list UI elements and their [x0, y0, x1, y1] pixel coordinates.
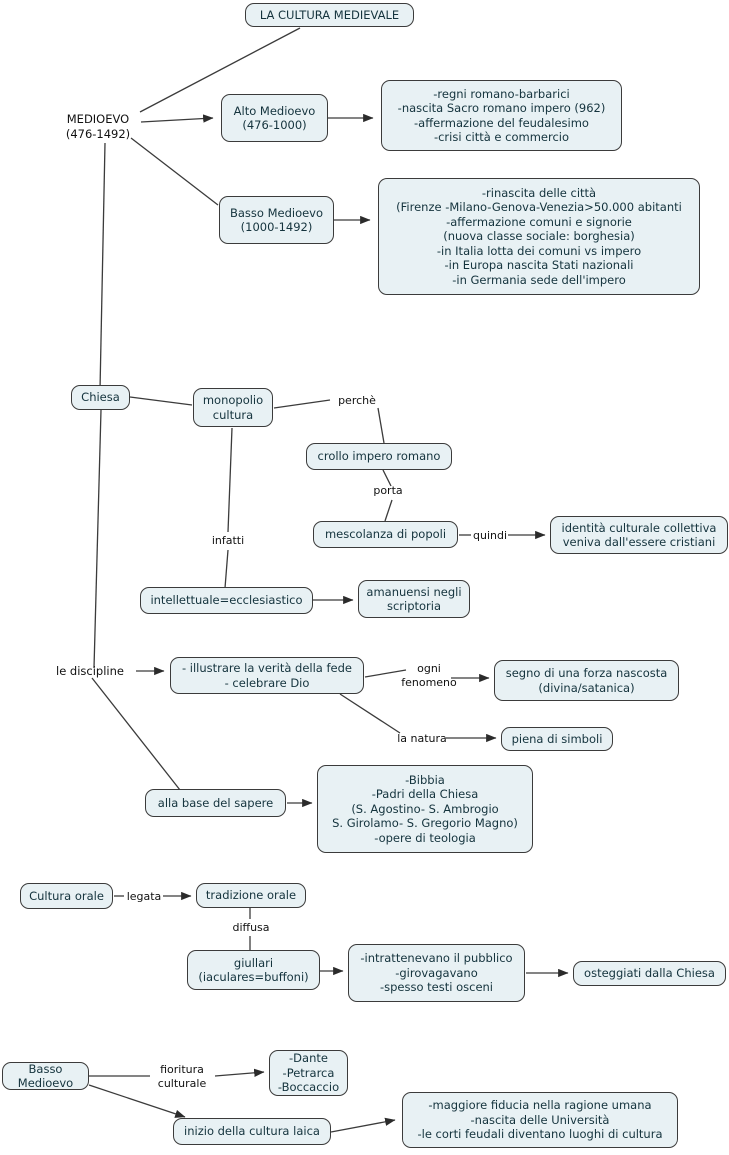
- node-cultura-laica-details[interactable]: -maggiore fiducia nella ragione umana -n…: [402, 1092, 678, 1148]
- node-giullari[interactable]: giullari (iaculares=buffoni): [187, 950, 320, 990]
- edge-medioevo-to-chiesa: [99, 142, 106, 391]
- node-alla-base-del-sapere[interactable]: alla base del sapere: [145, 789, 286, 817]
- edge-illustrare-to-lanatura: [339, 693, 401, 734]
- edge-label-quindi: quindi: [472, 528, 508, 542]
- node-alto-medioevo-details[interactable]: -regni romano-barbarici -nascita Sacro r…: [381, 80, 622, 151]
- edge-culturalaica-to-details: [330, 1117, 396, 1133]
- node-medioevo[interactable]: MEDIOEVO (476-1492): [65, 112, 131, 141]
- edge-chiesa-to-monopolio: [129, 396, 193, 406]
- node-mescolanza-di-popoli[interactable]: mescolanza di popoli: [313, 521, 458, 548]
- edge-medioevo-to-basso: [130, 137, 219, 206]
- edge-porta-to-mescolanza: [384, 499, 393, 522]
- edge-label-ogni-fenomeno: ogni fenomeno: [401, 662, 457, 689]
- edge-label-perche: perchè: [338, 393, 376, 407]
- node-le-discipline[interactable]: le discipline: [56, 663, 124, 678]
- node-piena-di-simboli[interactable]: piena di simboli: [501, 727, 613, 751]
- node-osteggiati-dalla-chiesa[interactable]: osteggiati dalla Chiesa: [573, 961, 726, 986]
- edge-infatti-to-intellettuale: [224, 549, 229, 589]
- edge-medioevo-to-alto: [140, 114, 214, 123]
- edge-illustrare-to-ognifenomeno: [364, 669, 407, 678]
- node-basso-medioevo[interactable]: Basso Medioevo (1000-1492): [219, 196, 334, 244]
- node-intrattenevano-pubblico[interactable]: -intrattenevano il pubblico -girovagavan…: [348, 944, 525, 1002]
- node-amanuensi-scriptoria[interactable]: amanuensi negli scriptoria: [358, 580, 470, 618]
- node-identita-culturale[interactable]: identità culturale collettiva veniva dal…: [550, 516, 728, 554]
- edge-chiesa-to-discipline: [93, 409, 102, 669]
- edge-monopolio-to-infatti: [227, 427, 233, 533]
- edge-label-infatti: infatti: [211, 533, 245, 547]
- node-alto-medioevo[interactable]: Alto Medioevo (476-1000): [221, 94, 328, 142]
- edge-label-fioritura-culturale: fioritura culturale: [157, 1063, 207, 1090]
- node-segno-forza-nascosta[interactable]: segno di una forza nascosta (divina/sata…: [494, 660, 679, 701]
- edge-perche-to-crollo: [377, 407, 385, 444]
- edge-label-legata: legata: [126, 889, 162, 903]
- node-inizio-cultura-laica[interactable]: inizio della cultura laica: [173, 1118, 331, 1145]
- edge-discipline-to-allabase: [91, 677, 181, 791]
- node-basso-medioevo-details[interactable]: -rinascita delle città (Firenze -Milano-…: [378, 178, 700, 295]
- node-intellettuale-ecclesiastico[interactable]: intellettuale=ecclesiastico: [140, 587, 313, 614]
- node-tradizione-orale[interactable]: tradizione orale: [196, 883, 306, 908]
- node-autori-trecenteschi[interactable]: -Dante -Petrarca -Boccaccio: [269, 1050, 348, 1096]
- node-cultura-orale[interactable]: Cultura orale: [20, 883, 113, 909]
- node-monopolio-cultura[interactable]: monopolio cultura: [193, 388, 273, 427]
- node-crollo-impero-romano[interactable]: crollo impero romano: [306, 443, 452, 470]
- edge-monopolio-to-perche: [273, 399, 331, 409]
- edge-label-porta: porta: [373, 483, 403, 497]
- edge-label-diffusa: diffusa: [232, 920, 270, 934]
- edge-label-la-natura: la natura: [397, 731, 447, 745]
- node-chiesa[interactable]: Chiesa: [71, 385, 130, 410]
- node-illustrare-verita[interactable]: - illustrare la verità della fede - cele…: [170, 657, 364, 694]
- node-bibbia-padri-chiesa[interactable]: -Bibbia -Padri della Chiesa (S. Agostino…: [317, 765, 533, 853]
- node-basso-medioevo-bottom[interactable]: Basso Medioevo: [2, 1062, 89, 1090]
- node-title[interactable]: LA CULTURA MEDIEVALE: [245, 3, 414, 27]
- edge-fioritura-to-autori: [214, 1068, 265, 1077]
